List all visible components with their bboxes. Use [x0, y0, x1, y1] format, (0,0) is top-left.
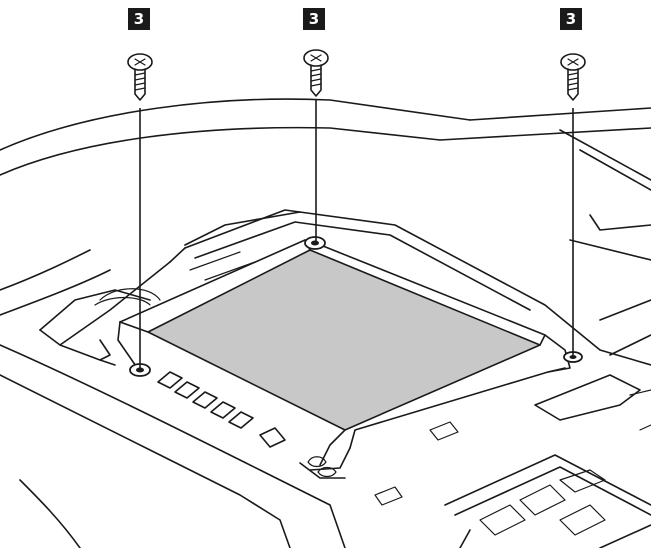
step-badge-right: 3 [560, 8, 582, 30]
step-badge-left: 3 [128, 8, 150, 30]
access-panel [374, 374, 641, 506]
screw-icon [303, 49, 329, 97]
memory-module [444, 389, 651, 549]
screw-icon [560, 53, 586, 101]
screw-hole-left [129, 363, 151, 377]
drive-bay-recess [39, 209, 651, 366]
screw-hole-middle [304, 236, 326, 250]
step-badge-middle: 3 [303, 8, 325, 30]
screw-icon [127, 53, 153, 101]
hard-disk-drive [117, 239, 571, 479]
drive-connector [157, 371, 286, 448]
laptop-base-outline [0, 98, 651, 549]
